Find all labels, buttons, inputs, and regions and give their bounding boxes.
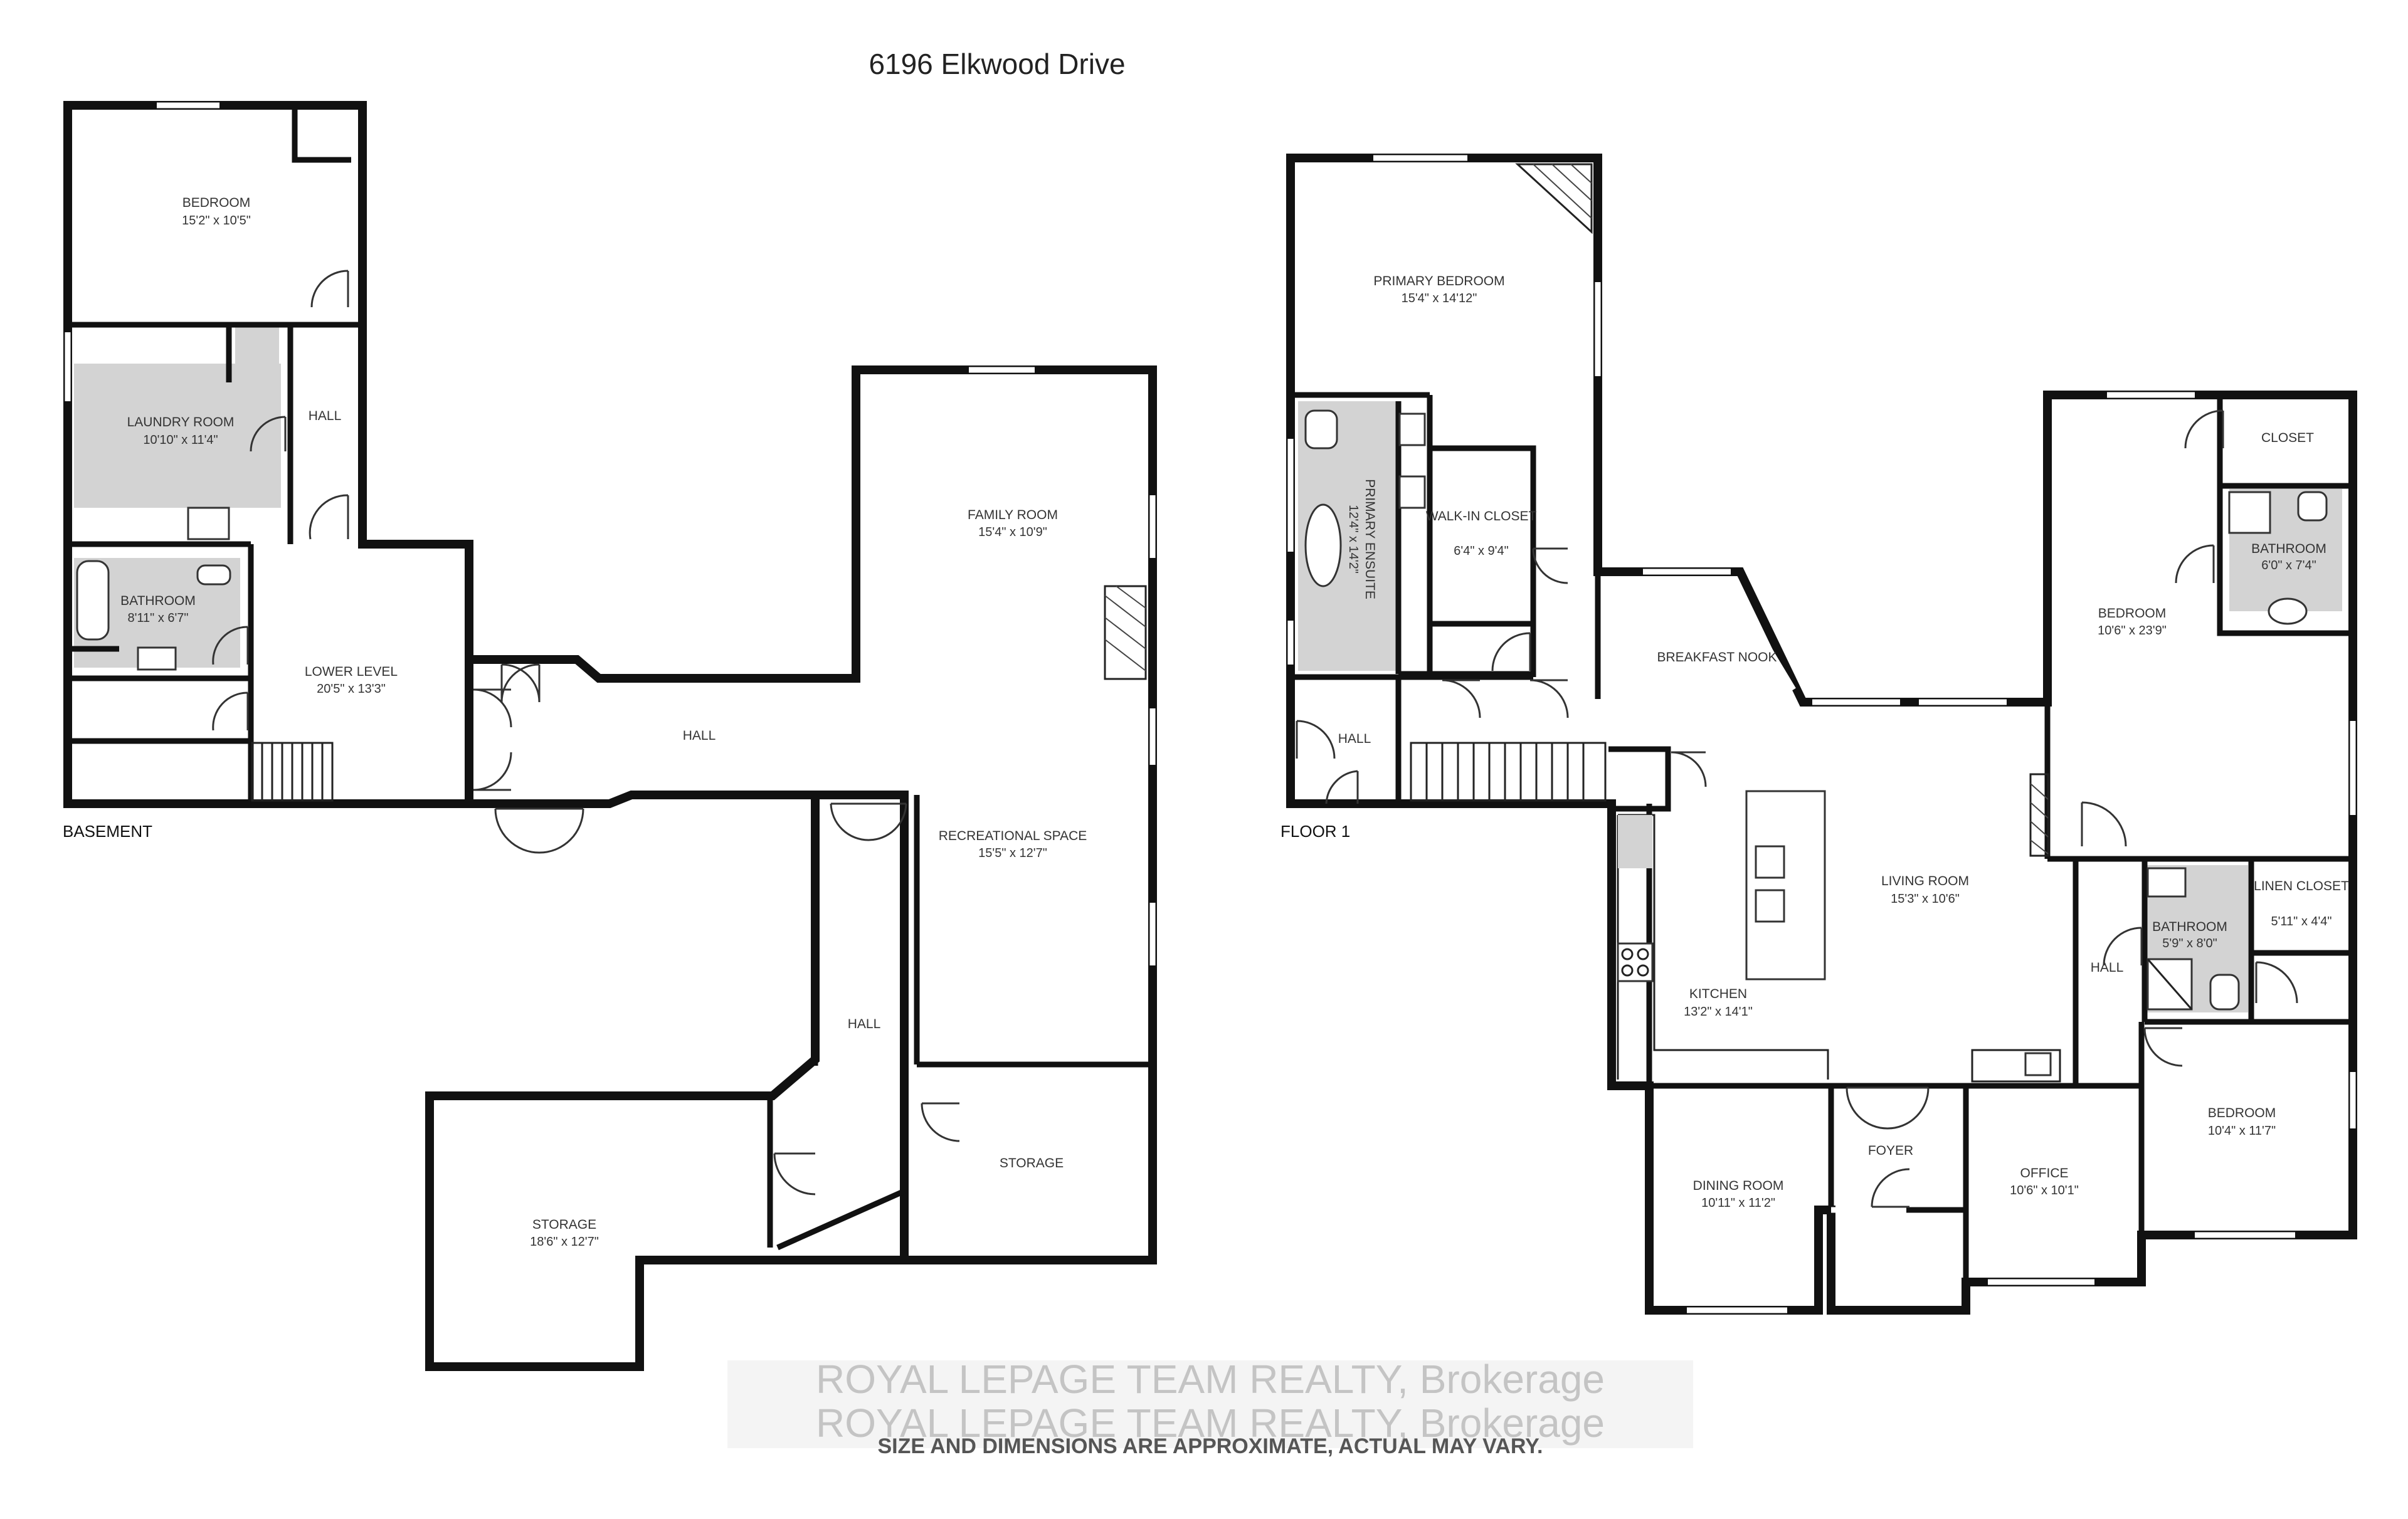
bathtub-icon	[1304, 503, 1342, 587]
room-label: CLOSET	[2261, 431, 2314, 445]
room-dims: 6'4" x 9'4"	[1454, 544, 1508, 558]
kitchen-island	[1745, 790, 1826, 980]
room-label: DINING ROOM	[1693, 1179, 1784, 1193]
room-dims: 6'0" x 7'4"	[2261, 559, 2316, 572]
room-dims: 5'9" x 8'0"	[2162, 937, 2217, 950]
room-label: LINEN CLOSET	[2254, 879, 2349, 893]
room-label: FAMILY ROOM	[968, 508, 1058, 522]
room-dims: 15'3" x 10'6"	[1891, 892, 1960, 906]
room-label: BEDROOM	[182, 196, 251, 210]
bathtub-icon	[76, 560, 110, 641]
room-dims: 10'6" x 23'9"	[2098, 624, 2167, 638]
toilet-icon	[196, 564, 231, 586]
room-label: HALL	[309, 409, 342, 423]
basement-center-walls	[465, 365, 1157, 1264]
room-dims: 10'4" x 11'7"	[2208, 1124, 2276, 1138]
room-label: LOWER LEVEL	[305, 665, 398, 679]
sink-icon	[2147, 867, 2187, 898]
room-dims: 12'4" x 14'2"	[1346, 505, 1360, 574]
fireplace-icon	[2029, 773, 2049, 857]
sink-icon	[1755, 845, 1785, 879]
room-label: FOYER	[1868, 1143, 1913, 1158]
floor-label-main: FLOOR 1	[1281, 822, 1350, 841]
fireplace-icon	[1515, 163, 1593, 234]
room-label: BATHROOM	[120, 594, 196, 608]
floor-label-basement: BASEMENT	[63, 822, 152, 841]
room-dims: 15'5" x 12'7"	[978, 846, 1047, 860]
room-dims: 20'5" x 13'3"	[317, 682, 386, 696]
room-label: RECREATIONAL SPACE	[939, 829, 1087, 843]
basement-south-walls	[425, 791, 909, 1371]
watermark: ROYAL LEPAGE TEAM REALTY, Brokerage	[816, 1357, 1605, 1402]
room-dims: 8'11" x 6'7"	[127, 611, 188, 625]
laundry-cabinet	[235, 326, 279, 379]
room-dims: 10'6" x 10'1"	[2010, 1184, 2079, 1197]
sink-icon	[1755, 889, 1785, 923]
room-label: KITCHEN	[1689, 987, 1747, 1001]
fridge-icon	[1618, 815, 1652, 868]
sink-icon	[1398, 413, 1426, 446]
watermark-band	[727, 1360, 1693, 1448]
room-label: BEDROOM	[2208, 1106, 2276, 1120]
main-floor-outer-walls	[1286, 154, 2357, 1315]
room-label: HALL	[2091, 960, 2124, 975]
room-dims: 15'2" x 10'5"	[182, 214, 251, 228]
room-label: BATHROOM	[2152, 920, 2227, 934]
disclaimer: SIZE AND DIMENSIONS ARE APPROXIMATE, ACT…	[877, 1434, 1543, 1458]
shower-icon	[2228, 491, 2271, 534]
plan-title: 6196 Elkwood Drive	[869, 48, 1125, 80]
main-stairs	[1410, 742, 1607, 802]
room-dims: 15'4" x 10'9"	[978, 525, 1047, 539]
sink-icon	[137, 646, 177, 671]
room-label: HALL	[1338, 732, 1371, 746]
room-label: BEDROOM	[2098, 606, 2167, 621]
room-label: BREAKFAST NOOK	[1657, 650, 1777, 665]
room-label: LAUNDRY ROOM	[127, 415, 235, 429]
laundry-sink-icon	[187, 507, 230, 540]
room-dims: 10'11" x 11'2"	[1701, 1196, 1775, 1210]
room-dims: 5'11" x 4'4"	[2271, 915, 2331, 928]
basement-stairs	[251, 742, 334, 802]
room-dims: 18'6" x 12'7"	[530, 1235, 599, 1249]
laundry-floor	[74, 364, 281, 508]
room-label: LIVING ROOM	[1881, 874, 1969, 888]
room-label: PRIMARY BEDROOM	[1373, 274, 1504, 288]
sink-icon	[2024, 1052, 2052, 1076]
room-dims: 15'4" x 14'12"	[1402, 292, 1477, 305]
room-label: STORAGE	[1000, 1156, 1064, 1170]
sink-icon	[2268, 597, 2308, 625]
room-dims: 13'2" x 14'1"	[1684, 1005, 1753, 1019]
room-label: OFFICE	[2020, 1166, 2069, 1180]
fireplace-icon	[1104, 585, 1147, 680]
basement-west-wing-walls	[63, 101, 473, 808]
room-dims: 10'10" x 11'4"	[143, 433, 218, 447]
room-label: WALK-IN CLOSET	[1426, 509, 1537, 523]
sink-icon	[1398, 475, 1426, 509]
main-floor-plan: PRIMARY BEDROOM 15'4" x 14'12" PRIMARY E…	[1281, 154, 2357, 1315]
watermark: ROYAL LEPAGE TEAM REALTY, Brokerage	[816, 1401, 1605, 1446]
toilet-icon	[1304, 409, 1338, 449]
stove-icon	[1617, 942, 1654, 982]
room-label: STORAGE	[532, 1217, 596, 1232]
room-label: PRIMARY ENSUITE	[1363, 479, 1377, 599]
toilet-icon	[2209, 974, 2240, 1011]
room-label: HALL	[683, 728, 716, 743]
room-label: BATHROOM	[2251, 542, 2326, 556]
living-counter	[1971, 1049, 2061, 1083]
toilet-icon	[2297, 491, 2328, 522]
basement-plan: BEDROOM 15'2" x 10'5" LAUNDRY ROOM 10'10…	[63, 101, 1157, 1371]
room-label: HALL	[848, 1017, 881, 1031]
